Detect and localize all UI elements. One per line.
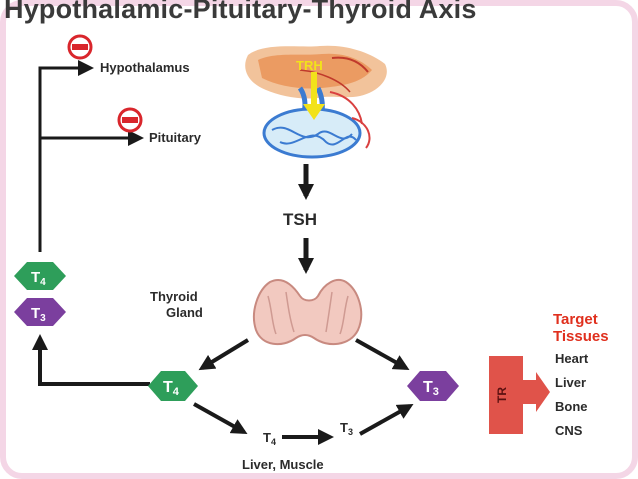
target-tissue-heart: Heart [555, 351, 589, 366]
pituitary-label: Pituitary [149, 130, 202, 145]
liver-to-t3-arrow [359, 404, 414, 436]
svg-text:T4: T4 [31, 269, 46, 288]
tr-receptor: TR [489, 356, 550, 434]
thyroid-to-t3-arrow [355, 338, 410, 370]
t4-hexagon-feedback: T4 [14, 262, 66, 290]
target-tissue-cns: CNS [555, 423, 583, 438]
thyroid-gland-illustration [252, 278, 363, 346]
tsh-label: TSH [283, 210, 317, 229]
trh-label: TRH [296, 58, 323, 73]
t3-hexagon: T3 [407, 371, 459, 401]
target-tissue-bone: Bone [555, 399, 588, 414]
t4-hexagon: T4 [148, 371, 198, 401]
target-tissues-title-line1: Target [553, 311, 598, 328]
trh-arrow [303, 72, 325, 120]
liver-muscle-label: Liver, Muscle [242, 457, 324, 472]
target-tissues-title-line2: Tissues [553, 328, 609, 345]
t4-label-small: T4 [263, 430, 276, 447]
thyroid-to-t4-arrow [198, 338, 250, 371]
minus-circle-icon [67, 34, 93, 60]
hypothalamus-label: Hypothalamus [100, 60, 190, 75]
thyroid-label-line2: Gland [166, 305, 203, 320]
feedback-loop [32, 60, 150, 386]
page-title: Hypothalamic-Pituitary-Thyroid Axis [4, 0, 477, 24]
svg-text:T3: T3 [31, 305, 46, 324]
svg-text:T3: T3 [423, 379, 439, 398]
t4-to-liver-arrow [193, 402, 248, 434]
thyroid-label-line1: Thyroid [150, 289, 198, 304]
t3-label-small: T3 [340, 420, 353, 437]
t3-hexagon-feedback: T3 [14, 298, 66, 326]
minus-circle-icon [117, 107, 143, 133]
target-tissue-liver: Liver [555, 375, 587, 390]
svg-text:TR: TR [495, 387, 509, 403]
hypothalamus-illustration [245, 45, 387, 99]
svg-text:T4: T4 [163, 379, 180, 398]
